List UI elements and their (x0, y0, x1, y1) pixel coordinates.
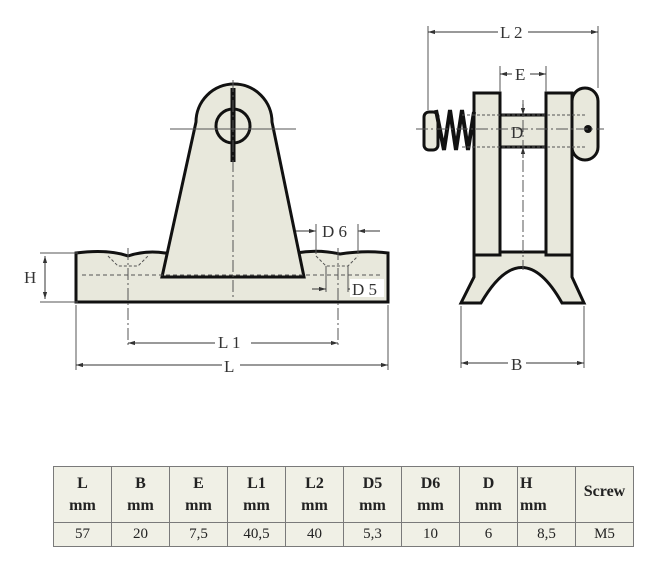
technical-drawing: H L 1 L D 6 D 5 (24, 22, 604, 376)
cell-E: 7,5 (169, 522, 228, 547)
cell-L2: 40 (285, 522, 344, 547)
dim-label-B: B (511, 355, 522, 374)
dim-label-L2: L 2 (500, 23, 523, 42)
cell-B: 20 (111, 522, 170, 547)
spring-icon (422, 109, 476, 152)
counterbore-right (315, 255, 359, 267)
dim-label-H: H (24, 268, 36, 287)
dim-label-D6: D 6 (322, 222, 347, 241)
dim-label-D: D (511, 123, 523, 142)
cell-L: 57 (53, 522, 112, 547)
dim-label-L: L (224, 357, 234, 376)
pin-head (570, 86, 600, 162)
dim-label-D5: D 5 (352, 280, 377, 299)
clamp-arch (458, 250, 587, 305)
side-view: L 2 E D B (416, 22, 604, 374)
cell-D6: 10 (401, 522, 460, 547)
cell-D5: 5,3 (343, 522, 402, 547)
jaw-right (544, 91, 574, 257)
jaw-left (472, 91, 502, 257)
cell-screw: M5 (575, 522, 634, 547)
cell-D: 6 (459, 522, 518, 547)
dim-label-E: E (515, 65, 525, 84)
counterbore-left (107, 255, 149, 267)
header-cell: Screw (575, 466, 634, 523)
table-row: 57 20 7,5 40,5 40 5,3 10 6 8,5 M5 (53, 522, 634, 547)
dim-label-L1: L 1 (218, 333, 241, 352)
front-view: H L 1 L D 6 D 5 (24, 80, 390, 376)
cell-L1: 40,5 (227, 522, 286, 547)
cell-H: 8,5 (517, 522, 576, 547)
